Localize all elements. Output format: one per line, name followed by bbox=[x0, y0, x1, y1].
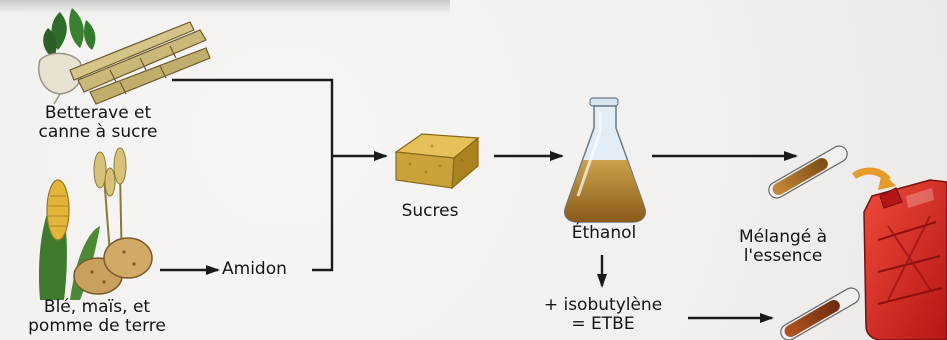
wheat-maize-potato-icon bbox=[38, 147, 153, 300]
etbe-line-2: = ETBE bbox=[571, 314, 635, 334]
sugar-crops-line-1: Betterave et bbox=[44, 103, 152, 123]
sugar-crops-line-2: canne à sucre bbox=[38, 122, 158, 142]
starch-crops-label: Blé, maïs, et pomme de terre bbox=[2, 298, 192, 336]
pour-arrow-head-icon bbox=[878, 172, 896, 190]
starch-crops-line-1: Blé, maïs, et bbox=[43, 297, 151, 317]
etbe-test-tube-icon bbox=[780, 287, 860, 340]
starch-crops-line-2: pomme de terre bbox=[28, 316, 166, 336]
ethanol-label: Éthanol bbox=[571, 223, 637, 243]
sugar-crops-label: Betterave et canne à sucre bbox=[18, 104, 178, 142]
starch-label: Amidon bbox=[222, 259, 287, 279]
etbe-line-1: + isobutylène bbox=[543, 295, 663, 315]
connector-lines bbox=[172, 78, 334, 272]
top-shadow bbox=[0, 0, 450, 14]
ethanol-flask-icon bbox=[564, 97, 646, 223]
etbe-label: + isobutylène = ETBE bbox=[508, 296, 698, 334]
blend-line-2: l'essence bbox=[743, 246, 823, 266]
sugars-label: Sucres bbox=[401, 201, 459, 221]
blend-line-1: Mélangé à bbox=[738, 227, 828, 247]
blend-test-tube-icon bbox=[768, 145, 848, 199]
blend-label: Mélangé à l'essence bbox=[718, 228, 848, 266]
beetroot-sugarcane-icon bbox=[38, 8, 211, 105]
fuel-jerrycan-icon bbox=[863, 179, 947, 340]
sugar-block-icon bbox=[394, 133, 480, 190]
